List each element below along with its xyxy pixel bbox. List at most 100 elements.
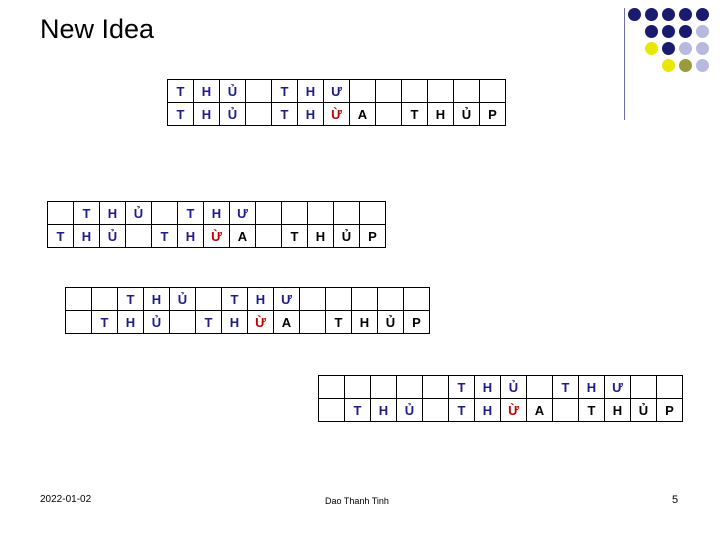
grid-cell [351,287,378,311]
grid-cell: T [47,224,74,248]
grid-cell: P [479,102,506,126]
grid-cell: H [177,224,204,248]
grid-cell: Ư [604,375,631,399]
grid-cell [245,79,272,103]
grid-cell [169,310,196,334]
page-title: New Idea [40,14,155,44]
grid-cell [401,79,428,103]
grid-cell [91,287,118,311]
decorative-dot [628,8,641,21]
grid-cell: T [195,310,222,334]
grid-cell [151,201,178,225]
grid-cell: T [344,398,371,422]
grid-cell: Ủ [143,310,170,334]
grid-cell: Ư [229,201,256,225]
grid-cell: Ừ [323,102,350,126]
decorative-dot-grid [628,8,714,120]
grid-cell [630,375,657,399]
grid-cell: A [349,102,376,126]
grid-cell [255,224,282,248]
grid-cell: T [578,398,605,422]
grid-cell: Ủ [500,375,527,399]
grid-cell [479,79,506,103]
grid-cell: T [552,375,579,399]
decorative-divider [624,8,625,120]
decorative-dot [645,8,658,21]
grid-cell: H [247,287,274,311]
grid-cell [325,287,352,311]
grid-cell [307,201,334,225]
grid-cell: Ủ [99,224,126,248]
grid-cell: A [526,398,553,422]
grid-cell: H [99,201,126,225]
grid-cell [656,375,683,399]
grid-cell: T [177,201,204,225]
grid-cell: H [427,102,454,126]
decorative-dot [679,8,692,21]
grid-cell: H [604,398,631,422]
grid-cell [299,310,326,334]
grid-cell: P [359,224,386,248]
grid-cell [427,79,454,103]
grid-cell [552,398,579,422]
grid-cell: H [351,310,378,334]
grid-cell: A [273,310,300,334]
grid-cell: T [281,224,308,248]
grid-cell: H [117,310,144,334]
decorative-dot [662,8,675,21]
grid-cell: Ủ [219,102,246,126]
grid-cell: T [91,310,118,334]
decorative-dot [696,25,709,38]
footer-author: Dao Thanh Tinh [325,496,389,506]
grid-cell: T [221,287,248,311]
grid-cell [318,375,345,399]
grid-cell [333,201,360,225]
decorative-dot [662,59,675,72]
grid-cell: H [193,102,220,126]
grid-cell: H [578,375,605,399]
grid-cell [453,79,480,103]
grid-cell: Ủ [453,102,480,126]
grid-cell: Ư [323,79,350,103]
grid-cell: T [167,79,194,103]
footer-page-number: 5 [672,494,679,506]
grid-cell: H [474,375,501,399]
grid-cell: H [370,398,397,422]
grid-cell: H [307,224,334,248]
grid-cell: T [271,79,298,103]
footer-date: 2022-01-02 [40,494,92,505]
decorative-dot [645,25,658,38]
grid-cell [344,375,371,399]
grid-cell: Ủ [219,79,246,103]
grid-cell [375,79,402,103]
decorative-dot [696,59,709,72]
grid-cell: T [325,310,352,334]
grid-cell: H [297,102,324,126]
grid-cell: Ủ [377,310,404,334]
grid-cell: H [221,310,248,334]
grid-cell: H [143,287,170,311]
decorative-dot [696,8,709,21]
decorative-dot [645,42,658,55]
grid-cell: A [229,224,256,248]
grid-cell [526,375,553,399]
grid-cell [370,375,397,399]
decorative-dot [679,42,692,55]
decorative-dot [679,59,692,72]
grid-cell: Ủ [169,287,196,311]
grid-cell: H [297,79,324,103]
grid-cell [359,201,386,225]
grid-cell: P [656,398,683,422]
grid-cell: H [193,79,220,103]
grid-cell: Ừ [500,398,527,422]
grid-cell [65,287,92,311]
